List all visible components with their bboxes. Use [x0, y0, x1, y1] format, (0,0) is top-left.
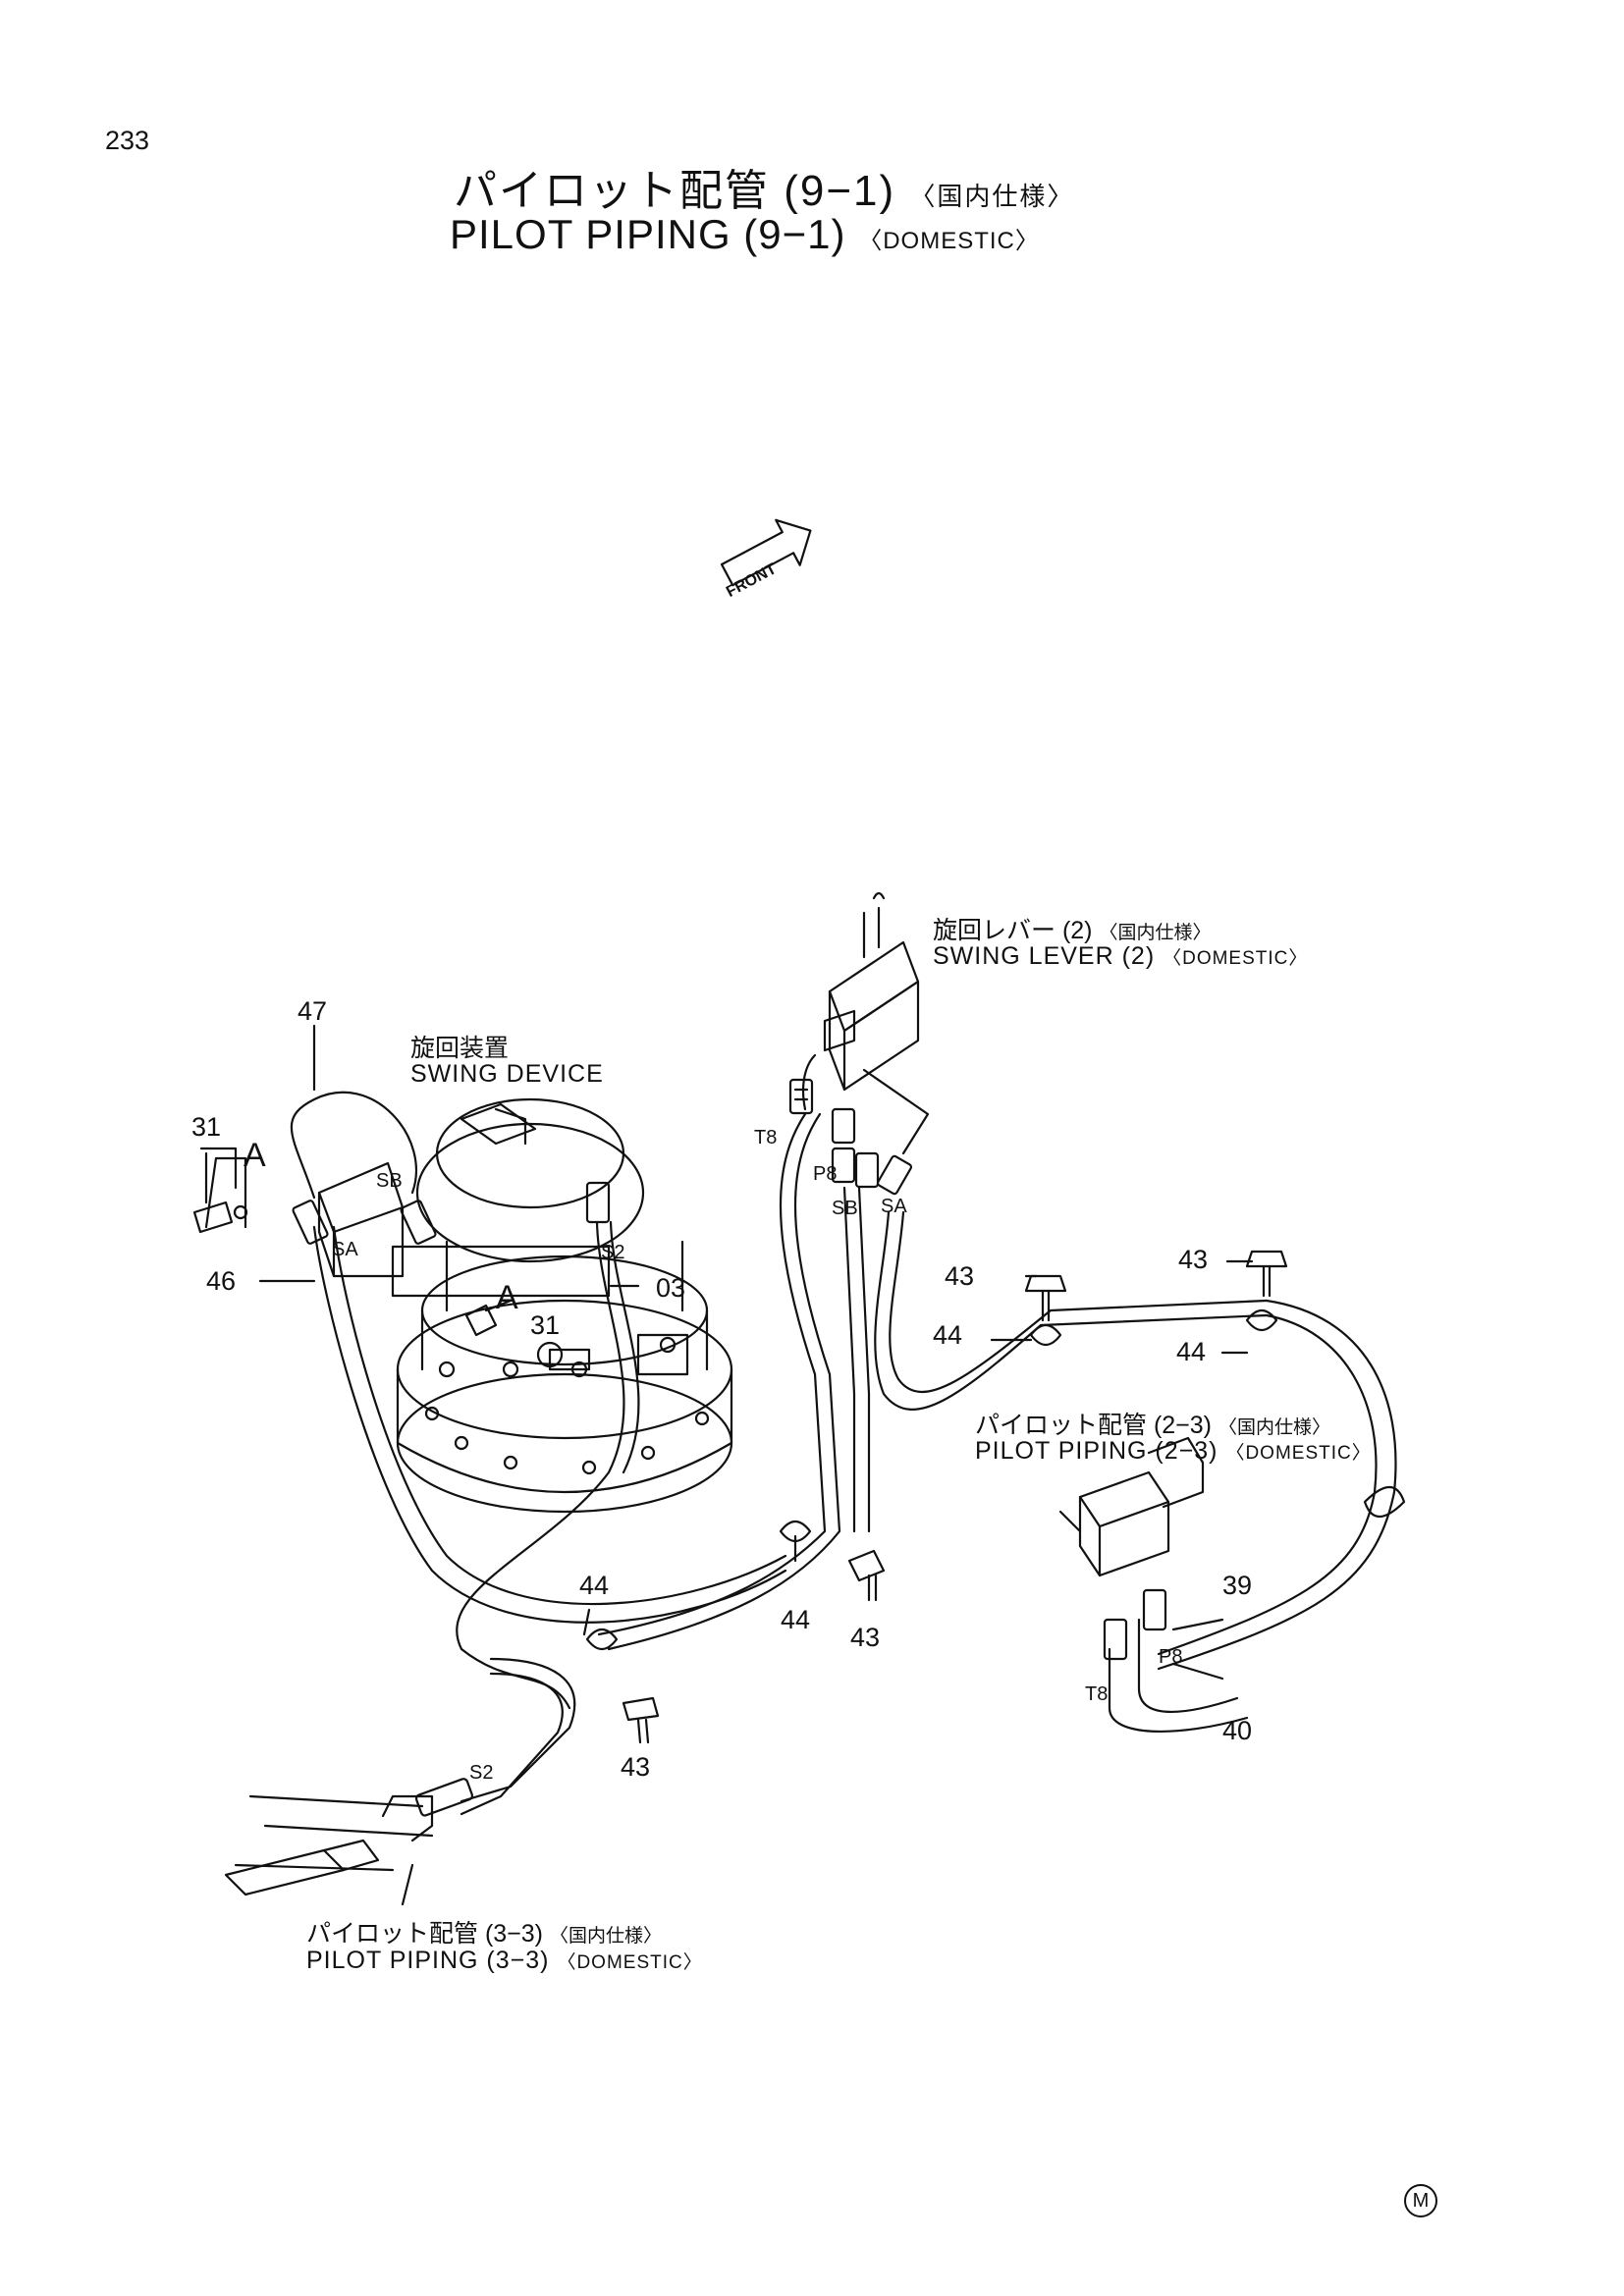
port-t8-lever: T8: [754, 1127, 778, 1148]
clamp-44-low: [585, 1628, 619, 1651]
part-number-39: 39: [1222, 1571, 1253, 1600]
fitting-p8-lever: [831, 1107, 856, 1184]
pilot-piping-2-3-jp: パイロット配管 (2−3): [975, 1412, 1213, 1439]
fitting-31-center: [464, 1304, 498, 1337]
clamp-44-right: [1245, 1308, 1278, 1332]
swing-lever-en-suffix: 〈DOMESTIC〉: [1163, 948, 1309, 969]
bolt-43-top-center: [1024, 1274, 1067, 1322]
part-number-43-lower-mid: 43: [850, 1623, 881, 1652]
part-number-31-left: 31: [191, 1112, 222, 1142]
part-number-44-clamp: 44: [781, 1605, 811, 1634]
bolt-43-bottom: [622, 1696, 660, 1744]
fitting-sb-device: [400, 1200, 437, 1245]
port-sa-device: SA: [332, 1239, 358, 1260]
swing-device-drawing: [317, 1097, 733, 1514]
pilot-valve-2-3-drawing: [1058, 1436, 1205, 1577]
maker-mark-icon: M: [1404, 2184, 1437, 2217]
title-en-suffix: 〈DOMESTIC〉: [858, 228, 1040, 254]
part-number-43-bottom: 43: [621, 1752, 651, 1782]
port-sb-device: SB: [376, 1170, 403, 1192]
fitting-sa-lever: [876, 1154, 913, 1196]
pilot-piping-3-3-label-jp: パイロット配管 (3−3) 〈国内仕様〉: [306, 1914, 662, 1949]
part-number-43-top-right: 43: [1178, 1245, 1209, 1274]
page-title-en: PILOT PIPING (9−1) 〈DOMESTIC〉: [450, 211, 1040, 258]
part-number-44-mid: 44: [933, 1320, 963, 1350]
page-number: 233: [105, 126, 150, 155]
fitting-31-left: [192, 1201, 248, 1234]
pilot-piping-3-3-drawing: [224, 1778, 474, 1906]
pilot-piping-2-3-label-jp: パイロット配管 (2−3) 〈国内仕様〉: [975, 1406, 1330, 1441]
pilot-piping-3-3-jp-suffix: 〈国内仕様〉: [549, 1926, 662, 1947]
pilot-piping-3-3-en: PILOT PIPING (3−3): [306, 1947, 550, 1974]
title-jp-main: パイロット配管 (9−1): [454, 167, 896, 215]
view-callout-a-center: A: [496, 1279, 518, 1316]
part-number-31-center: 31: [530, 1310, 561, 1340]
pilot-piping-2-3-en-suffix: 〈DOMESTIC〉: [1225, 1443, 1372, 1464]
swing-lever-drawing: [801, 891, 920, 1111]
part-number-44-lower: 44: [579, 1571, 610, 1600]
clamp-44-mid: [1029, 1323, 1062, 1347]
pilot-piping-2-3-jp-suffix: 〈国内仕様〉: [1218, 1417, 1330, 1438]
hose-47: [290, 1091, 418, 1200]
bolt-43-top-right: [1245, 1250, 1288, 1298]
swing-lever-jp-suffix: 〈国内仕様〉: [1099, 923, 1212, 943]
fitting-p8-valve: [1142, 1588, 1167, 1631]
clamp-loop: [1363, 1485, 1406, 1519]
title-en-main: PILOT PIPING (9−1): [450, 211, 846, 257]
bolt-43-lower-mid: [847, 1549, 886, 1602]
part-number-46: 46: [206, 1266, 237, 1296]
swing-device-label-jp: 旋回装置: [410, 1035, 510, 1062]
swing-lever-en: SWING LEVER (2): [933, 942, 1156, 970]
part-number-43-top-center: 43: [945, 1261, 975, 1291]
pilot-piping-3-3-en-suffix: 〈DOMESTIC〉: [557, 1952, 703, 1973]
hose-46: [312, 1225, 787, 1624]
port-s2-device: S2: [601, 1242, 625, 1263]
title-jp-suffix: 〈国内仕様〉: [909, 182, 1075, 211]
front-arrow-icon: [720, 518, 812, 587]
fitting-sa-device: [292, 1200, 329, 1245]
swing-lever-label-jp: 旋回レバー (2) 〈国内仕様〉: [933, 911, 1211, 946]
part-number-47: 47: [298, 996, 328, 1026]
clamp-44-lower: [779, 1520, 812, 1543]
port-p8-valve: P8: [1159, 1646, 1183, 1668]
port-p8-lever: P8: [813, 1163, 838, 1185]
swing-lever-label-en: SWING LEVER (2) 〈DOMESTIC〉: [933, 942, 1308, 971]
part-number-40: 40: [1222, 1716, 1253, 1745]
view-callout-a-left: A: [244, 1137, 266, 1174]
fitting-t8-valve: [1103, 1618, 1128, 1661]
fitting-s2-device: [585, 1181, 611, 1224]
swing-lever-jp: 旋回レバー (2): [933, 917, 1093, 944]
fitting-t8-lever: [788, 1078, 814, 1115]
port-t8-valve: T8: [1085, 1683, 1109, 1705]
page-title-jp: パイロット配管 (9−1) 〈国内仕様〉: [454, 155, 1074, 218]
part-number-03: 03: [656, 1273, 686, 1303]
pilot-piping-2-3-en: PILOT PIPING (2−3): [975, 1437, 1218, 1465]
part-number-44-right: 44: [1176, 1337, 1207, 1366]
pilot-piping-3-3-label-en: PILOT PIPING (3−3) 〈DOMESTIC〉: [306, 1947, 703, 1975]
pilot-piping-2-3-label-en: PILOT PIPING (2−3) 〈DOMESTIC〉: [975, 1437, 1372, 1466]
port-sb-lever: SB: [832, 1198, 858, 1219]
fitting-sb-lever: [854, 1151, 880, 1189]
port-s2-bottom: S2: [469, 1762, 494, 1784]
port-sa-lever: SA: [881, 1196, 907, 1217]
pilot-piping-3-3-jp: パイロット配管 (3−3): [306, 1920, 544, 1948]
swing-device-label-en: SWING DEVICE: [410, 1060, 604, 1088]
